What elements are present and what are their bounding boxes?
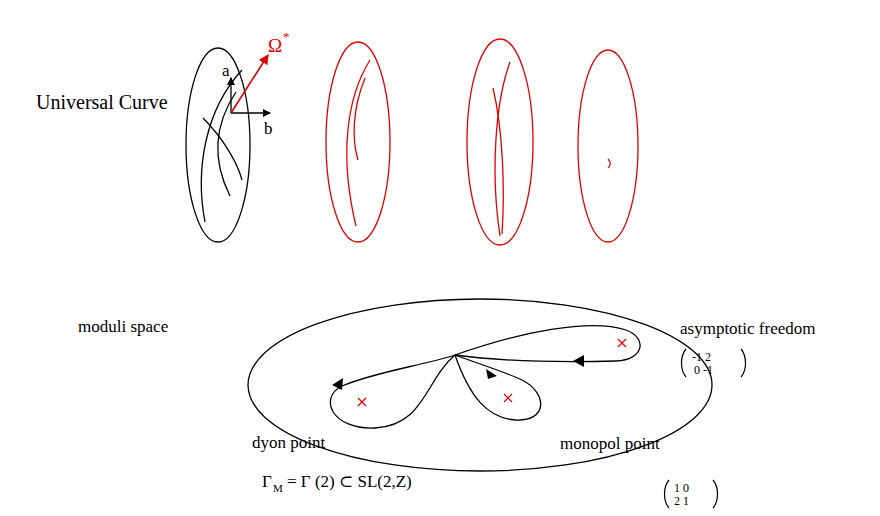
group-symbol: Γ: [262, 473, 272, 490]
figure-title: Universal Curve: [36, 92, 168, 112]
torus: [186, 48, 250, 242]
basis-arrows: [231, 55, 270, 113]
period-label: Ω: [268, 36, 282, 55]
axis-label: a: [222, 62, 230, 79]
point-label: dyon point: [252, 434, 325, 451]
matrix-brackets: [665, 349, 746, 508]
period-superscript: *: [283, 30, 290, 43]
region-label: moduli space: [78, 318, 168, 335]
group-subscript: M: [273, 483, 283, 494]
degenerating-tori: [326, 39, 638, 245]
matrix-row: 0 -1: [694, 364, 713, 376]
loop-arrowheads: [332, 355, 584, 390]
matrix-row: 1 0: [674, 482, 689, 494]
matrix-row: -1 2: [692, 351, 711, 363]
axis-label: b: [264, 120, 273, 137]
group-relation: = Γ (2) ⊂ SL(2,Z): [287, 473, 412, 490]
moduli-space: [248, 299, 712, 471]
punctures: [358, 339, 626, 406]
point-label: monopol point: [560, 435, 660, 452]
matrix-row: 2 1: [674, 495, 689, 507]
point-label: asymptotic freedom: [680, 320, 816, 337]
